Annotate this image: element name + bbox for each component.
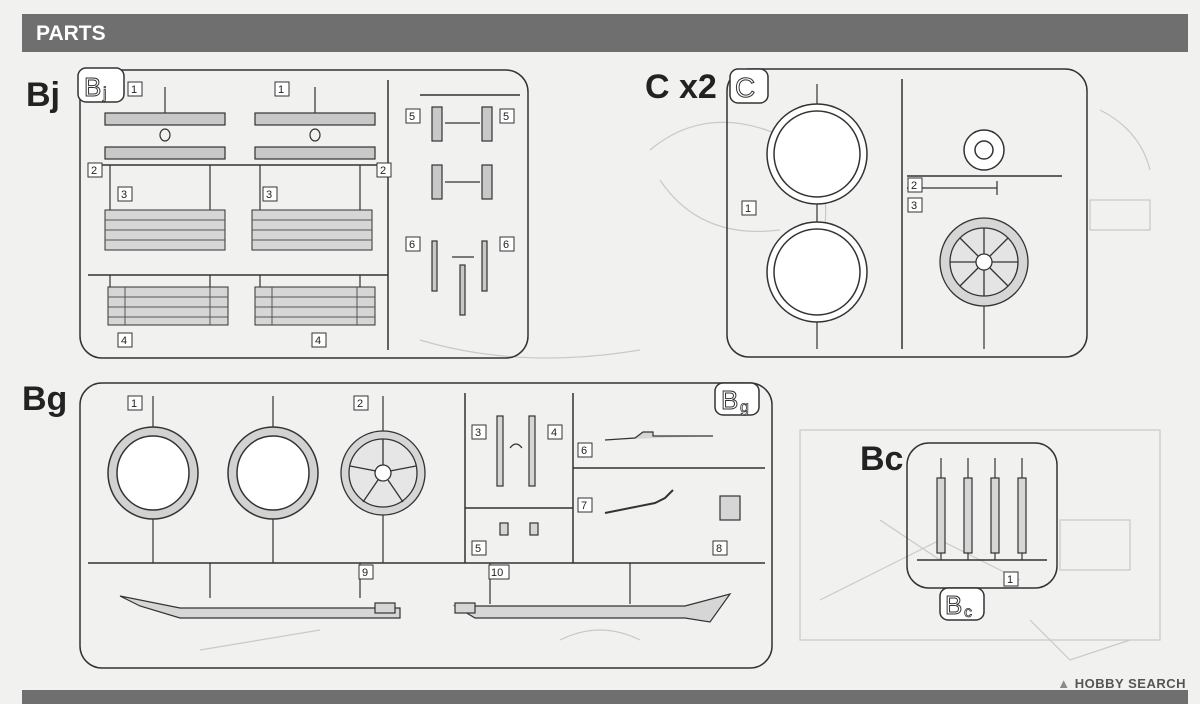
- svg-text:9: 9: [362, 567, 368, 579]
- part-bj-2b: [254, 146, 376, 160]
- svg-text:1: 1: [131, 398, 137, 410]
- svg-text:B: B: [721, 385, 738, 415]
- svg-text:5: 5: [503, 111, 509, 123]
- part-bj-1b: [254, 112, 376, 126]
- part-bj-2a: [104, 146, 226, 160]
- sprue-label-c: C x2: [645, 68, 717, 106]
- sprue-bg: B g: [79, 382, 773, 669]
- section-title: PARTS: [36, 22, 106, 45]
- watermark-text: HOBBY SEARCH: [1074, 676, 1186, 691]
- svg-text:3: 3: [911, 200, 917, 212]
- watermark: ▲ HOBBY SEARCH: [1057, 676, 1186, 691]
- svg-text:6: 6: [581, 445, 587, 457]
- svg-text:3: 3: [266, 189, 272, 201]
- part-c-wheel: [939, 217, 1029, 307]
- svg-text:1: 1: [745, 203, 751, 215]
- svg-text:g: g: [740, 399, 749, 416]
- svg-text:B: B: [945, 590, 962, 620]
- svg-text:4: 4: [315, 335, 321, 347]
- svg-text:2: 2: [357, 398, 363, 410]
- hobby-search-logo-icon: ▲: [1057, 676, 1071, 691]
- part-bj-1a: [104, 112, 226, 126]
- svg-text:3: 3: [121, 189, 127, 201]
- svg-text:3: 3: [475, 427, 481, 439]
- svg-text:j: j: [102, 85, 107, 102]
- svg-text:2: 2: [380, 165, 386, 177]
- sprue-bc: 1 B c: [906, 442, 1058, 621]
- svg-text:2: 2: [911, 180, 917, 192]
- svg-text:5: 5: [475, 543, 481, 555]
- sprue-tag-bg: B g: [714, 382, 760, 416]
- sprue-tag-c: C: [729, 68, 769, 104]
- svg-text:2: 2: [91, 165, 97, 177]
- svg-text:1: 1: [278, 84, 284, 96]
- svg-text:4: 4: [121, 335, 127, 347]
- sprue-label-bg: Bg: [22, 380, 68, 418]
- svg-text:8: 8: [716, 543, 722, 555]
- sprue-bj: B j: [77, 67, 529, 359]
- svg-text:4: 4: [551, 427, 557, 439]
- svg-text:6: 6: [409, 239, 415, 251]
- footer-bar: [22, 690, 1188, 704]
- svg-text:C: C: [735, 72, 755, 103]
- sprue-tag-bc: B c: [939, 587, 985, 621]
- svg-text:c: c: [964, 604, 972, 621]
- sprue-label-bj: Bj: [26, 76, 60, 114]
- sprue-label-bc: Bc: [860, 440, 904, 478]
- svg-text:5: 5: [409, 111, 415, 123]
- part-bg-wheel: [340, 430, 426, 516]
- sprue-tag-bj: B j: [77, 67, 125, 103]
- svg-text:6: 6: [503, 239, 509, 251]
- part-bg-frame: [119, 592, 732, 623]
- svg-text:1: 1: [1007, 574, 1013, 586]
- svg-text:1: 1: [131, 84, 137, 96]
- svg-text:7: 7: [581, 500, 587, 512]
- svg-text:B: B: [84, 72, 101, 102]
- sprue-c: C 1 2 3: [726, 68, 1088, 358]
- svg-text:10: 10: [491, 567, 503, 579]
- section-header: PARTS: [22, 14, 1188, 52]
